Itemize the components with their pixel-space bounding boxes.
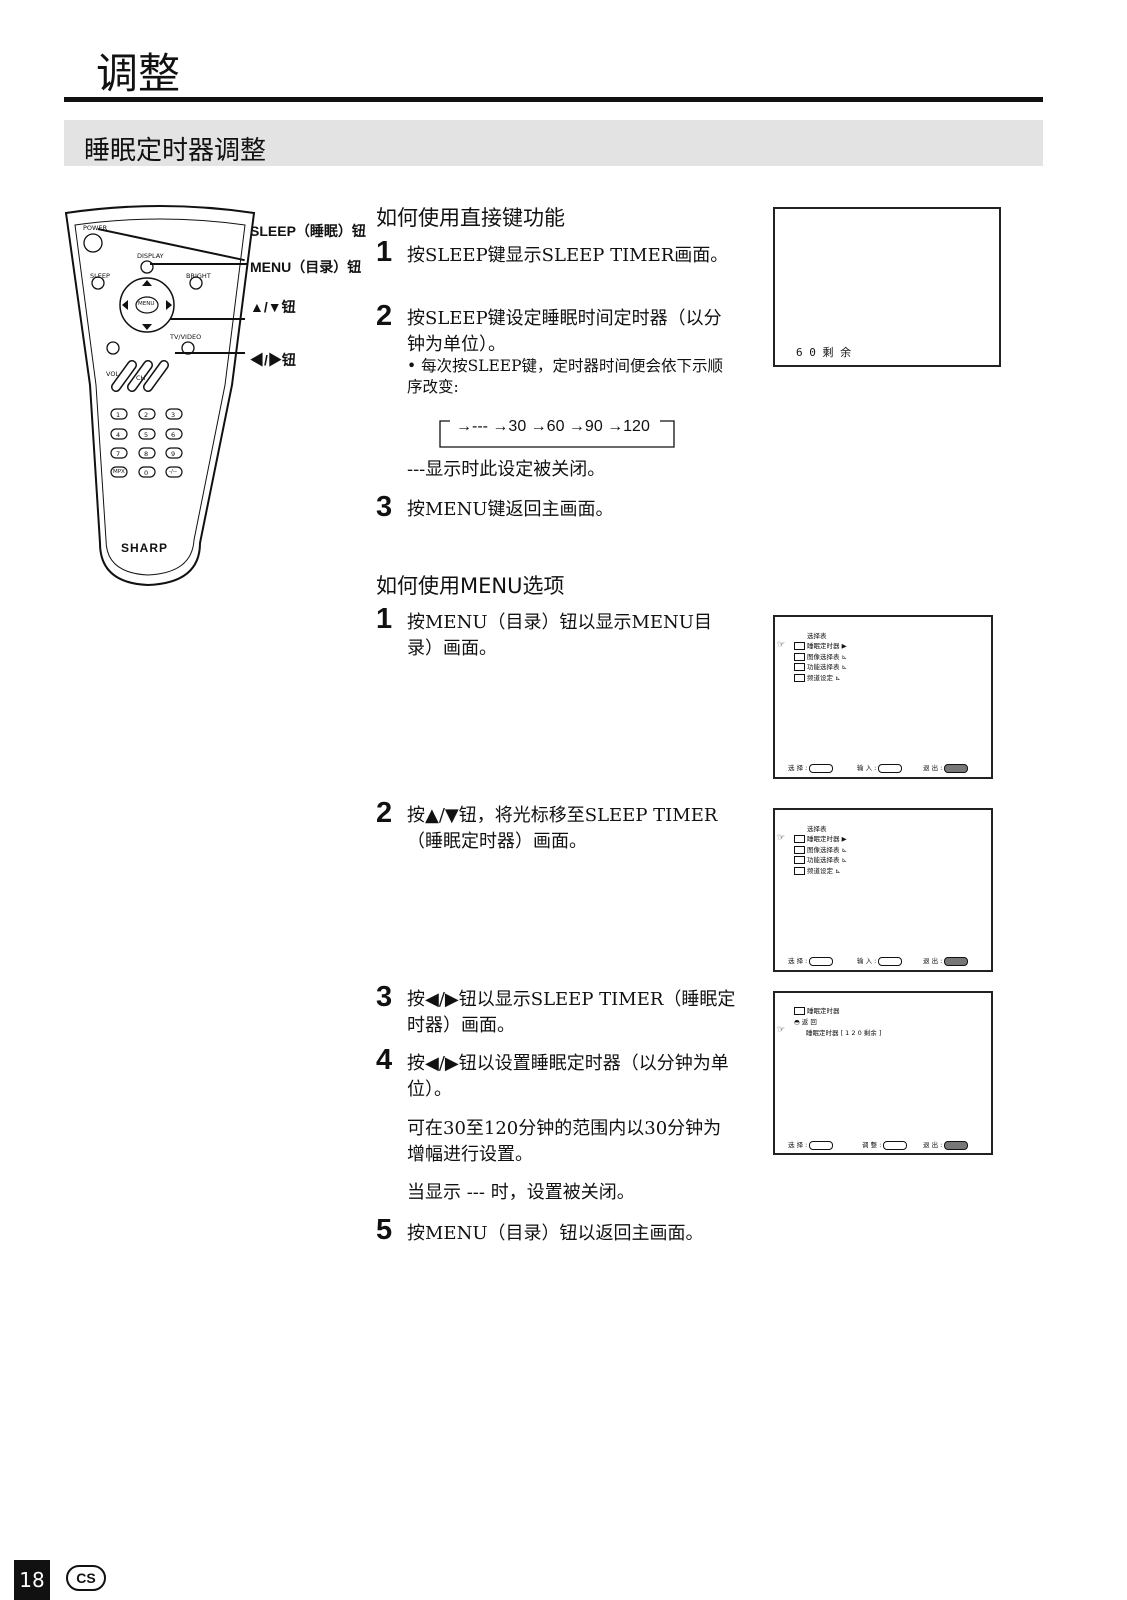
direct-step2-bullet: • 每次按SLEEP键，定时器时间便会依下示顺序改变:: [407, 357, 724, 396]
menu-step1-number: 1: [376, 603, 393, 635]
sleep-screen-pointer-icon: ☞: [777, 1025, 786, 1035]
remote-control-illustration: [64, 205, 256, 587]
section-bar: [64, 120, 1043, 166]
remote-key-8: 8: [144, 450, 149, 458]
menu2-footer-exit: 退 出 :: [923, 955, 969, 966]
page-number: 18: [14, 1560, 50, 1600]
remote-label-vol: VOL: [106, 370, 120, 378]
menu-step3-text: 按◀/▶钮以显示SLEEP TIMER（睡眠定时器）画面。: [407, 989, 736, 1036]
direct-step3-number: 3: [376, 491, 393, 523]
power-button-drawing: [83, 233, 103, 253]
menu1-footer-exit: 退 出 :: [923, 762, 969, 773]
page-title: 调整: [96, 49, 181, 98]
remote-key-mpx: MPX: [113, 469, 125, 475]
callout-sleep-button: SLEEP（睡眠）钮: [250, 223, 366, 239]
menu-step1-text: 按MENU（目录）钮以显示MENU目录）画面。: [407, 612, 712, 659]
remote-key-dash: -/--: [169, 469, 177, 475]
screen-menu-1: [773, 615, 993, 779]
menu1-item-function: 功能选择表 ⊾: [794, 661, 847, 671]
menu2-item-sleep: 睡眠定时器 ▶: [794, 833, 847, 843]
menu2-footer-select: 选 择 :: [788, 955, 834, 966]
title-rule: [64, 97, 1043, 102]
direct-step1-number: 1: [376, 236, 393, 268]
menu1-item-sleep: 睡眠定时器 ▶: [794, 640, 847, 650]
remote-label-tv-video: TV/VIDEO: [170, 333, 202, 341]
remote-label-bright: BRIGHT: [186, 272, 211, 280]
menu1-footer-select: 选 择 :: [788, 762, 834, 773]
remote-key-3: 3: [171, 411, 176, 419]
menu2-title: 选择表: [807, 825, 827, 833]
leader-left-right: [175, 352, 245, 354]
sleep-screen-footer-select: 选 择 :: [788, 1139, 834, 1150]
menu1-footer-enter: 输 入 :: [857, 762, 903, 773]
callout-menu-button: MENU（目录）钮: [250, 259, 362, 275]
direct-step2-number: 2: [376, 300, 393, 332]
menu1-pointer-icon: ☞: [777, 640, 786, 650]
menu2-item-picture: 图像选择表 ⊾: [794, 844, 847, 854]
callout-up-down-button: ▲/▼钮: [250, 299, 296, 315]
remote-key-0: 0: [144, 469, 149, 477]
menu-step5-number: 5: [376, 1214, 393, 1246]
direct-note: ---显示时此设定被关闭。: [407, 459, 606, 480]
menu1-item-channel: 频道设定 ⊾: [794, 672, 841, 682]
direct-step1-text: 按SLEEP键显示SLEEP TIMER画面。: [407, 245, 729, 266]
menu-step4-text: 按◀/▶钮以设置睡眠定时器（以分钟为单位）。: [407, 1053, 729, 1100]
screen-menu-2: [773, 808, 993, 972]
remote-key-1: 1: [116, 411, 121, 419]
menu-heading: 如何使用MENU选项: [376, 574, 565, 598]
menu-note-range: 可在30至120分钟的范围内以30分钟为增幅进行设置。: [407, 1118, 722, 1165]
direct-step2-text: 按SLEEP键设定睡眠时间定时器（以分钟为单位）。: [407, 308, 722, 355]
remote-key-2: 2: [144, 411, 149, 419]
leader-up-down: [170, 318, 245, 320]
menu2-footer-enter: 输 入 :: [857, 955, 903, 966]
remote-label-display: DISPLAY: [137, 252, 164, 260]
sleep-screen-footer-adjust: 调 整 :: [862, 1139, 908, 1150]
screen-sleep-timer-remaining: [773, 207, 1001, 367]
remote-label-menu: MENU: [138, 301, 155, 307]
leader-menu: [150, 263, 248, 265]
menu1-title: 选择表: [807, 632, 827, 640]
remote-brand-logo: SHARP: [121, 541, 169, 555]
sleep-screen-footer-exit: 退 出 :: [923, 1139, 969, 1150]
sleep-screen-return: ◓ 返 回: [794, 1018, 817, 1026]
remote-key-9: 9: [171, 450, 176, 458]
remote-key-5: 5: [144, 431, 149, 439]
sleep-screen-title: 睡眠定时器: [794, 1005, 840, 1015]
callout-left-right-button: ◀/▶钮: [250, 352, 296, 368]
direct-step3-text: 按MENU键返回主画面。: [407, 499, 614, 520]
menu1-item-picture: 图像选择表 ⊾: [794, 651, 847, 661]
menu-step3-number: 3: [376, 981, 393, 1013]
sleep-screen-value: 睡眠定时器 [ 1 2 0 剩余 ]: [806, 1029, 882, 1037]
language-badge: CS: [66, 1565, 106, 1591]
menu-step5-text: 按MENU（目录）钮以返回主画面。: [407, 1223, 704, 1244]
menu-step4-number: 4: [376, 1044, 393, 1076]
remote-label-power: POWER: [83, 224, 108, 232]
menu2-pointer-icon: ☞: [777, 833, 786, 843]
timer-sequence: →--- →30 →60 →90 →120: [456, 418, 650, 435]
menu2-item-channel: 频道设定 ⊾: [794, 865, 841, 875]
screen-sleep-timer-setting: [773, 991, 993, 1155]
remote-key-7: 7: [116, 450, 121, 458]
menu-note-off: 当显示 --- 时，设置被关闭。: [407, 1182, 635, 1203]
direct-key-heading: 如何使用直接键功能: [376, 206, 565, 230]
menu-step2-text: 按▲/▼钮，将光标移至SLEEP TIMER（睡眠定时器）画面。: [407, 805, 718, 852]
menu-step2-number: 2: [376, 797, 393, 829]
remote-label-sleep: SLEEP: [90, 272, 110, 280]
menu2-item-function: 功能选择表 ⊾: [794, 854, 847, 864]
remote-key-4: 4: [116, 431, 121, 439]
sequence-loop-frame: [439, 420, 675, 448]
screen-remaining-text: 6 0 剩 余: [796, 346, 852, 359]
remote-key-6: 6: [171, 431, 176, 439]
remote-label-ch: CH: [136, 374, 146, 382]
section-title: 睡眠定时器调整: [84, 136, 267, 166]
